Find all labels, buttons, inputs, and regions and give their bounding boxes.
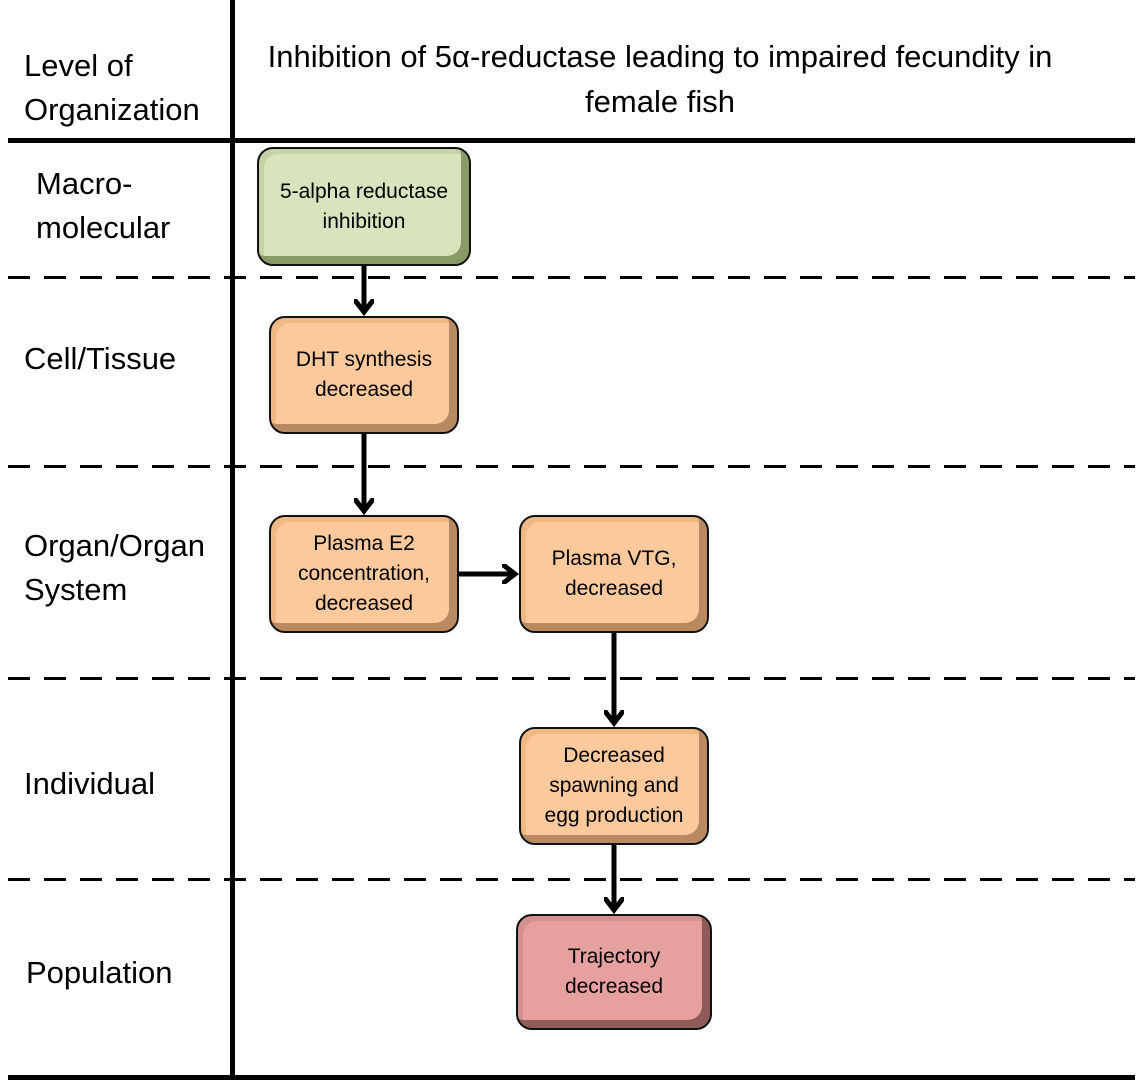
level-divider (8, 677, 1135, 680)
level-divider (8, 276, 1135, 279)
level-divider (8, 878, 1135, 881)
node-5-alpha-reductase-inhibition: 5-alpha reductase inhibition (257, 147, 471, 266)
column-divider (230, 0, 235, 1080)
pathway-title: Inhibition of 5α-reductase leading to im… (267, 39, 1053, 119)
level-macromolecular: Macro-molecular (36, 166, 171, 245)
node-plasma-vtg-decreased: Plasma VTG, decreased (519, 515, 709, 633)
header-divider (8, 138, 1135, 143)
level-divider (8, 465, 1135, 468)
level-individual: Individual (24, 766, 155, 801)
level-of-organization-header: Level of Organization (24, 48, 200, 127)
bottom-border (8, 1075, 1135, 1080)
level-organ-system: Organ/Organ System (24, 528, 205, 607)
node-trajectory-decreased: Trajectory decreased (516, 914, 712, 1030)
node-dht-synthesis-decreased: DHT synthesis decreased (269, 316, 459, 434)
node-plasma-e2-decreased: Plasma E2 concentration, decreased (269, 515, 459, 633)
level-cell-tissue: Cell/Tissue (24, 341, 177, 376)
level-population: Population (26, 955, 173, 990)
node-decreased-spawning: Decreased spawning and egg production (519, 727, 709, 845)
